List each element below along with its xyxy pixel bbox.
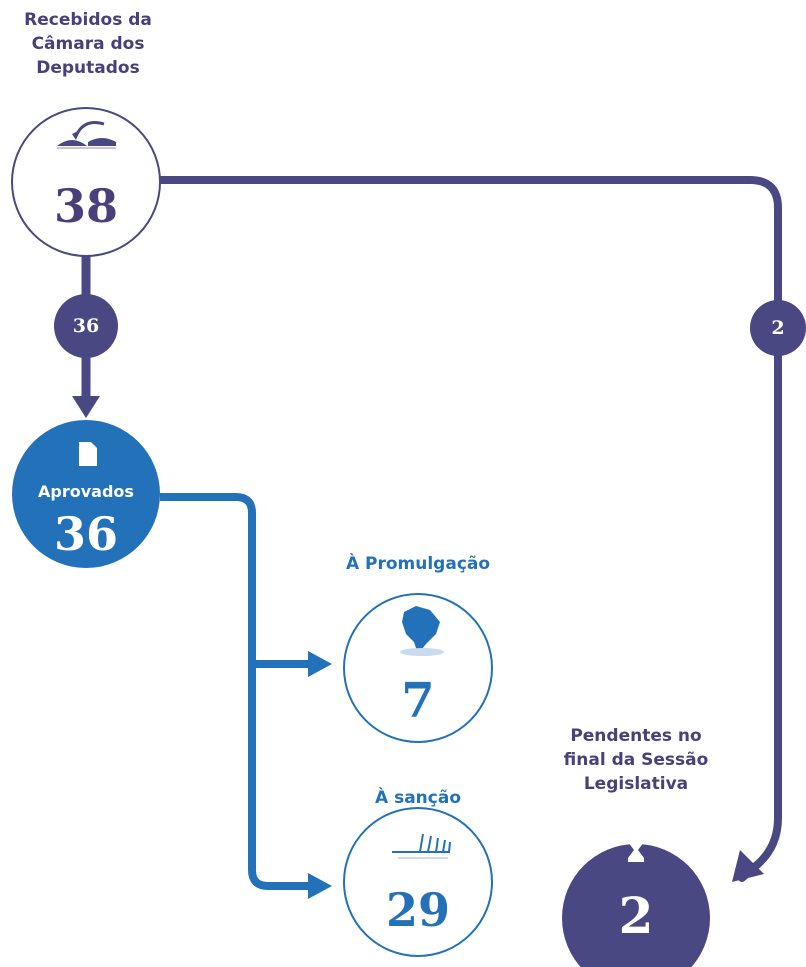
arrowhead-aprovados xyxy=(72,396,100,418)
document-icon xyxy=(79,442,97,466)
recebidos-label-line-3: Deputados xyxy=(36,58,140,78)
recebidos-label: Recebidos da Câmara dos Deputados xyxy=(0,8,176,80)
aprovados-node xyxy=(12,420,160,568)
sancao-value: 29 xyxy=(385,883,450,937)
edge-badge-2 xyxy=(750,300,806,356)
recebidos-node xyxy=(11,107,161,257)
handshake-icon xyxy=(57,121,116,149)
promulgacao-label: À Promulgação xyxy=(345,554,491,574)
brazil-map-icon xyxy=(400,606,444,656)
edge-recebidos-pendentes xyxy=(156,176,782,882)
arrowhead-promulgacao xyxy=(308,651,332,677)
edge-badge-36 xyxy=(54,294,118,358)
aprovados-value: 36 xyxy=(53,507,118,561)
edge-aprovados-branch xyxy=(160,493,310,890)
pendentes-label-line-1: Pendentes no xyxy=(570,726,702,746)
sancao-label: À sanção xyxy=(375,788,461,808)
sancao-node xyxy=(343,807,493,957)
arrowhead-sancao xyxy=(308,873,332,899)
pendentes-label-line-2: final da Sessão xyxy=(563,750,709,770)
arrowhead-pendentes xyxy=(732,850,764,882)
pendentes-label-line-3: Legislativa xyxy=(583,774,689,794)
aprovados-label: Aprovados xyxy=(38,482,134,501)
promulgacao-value: 7 xyxy=(401,673,435,729)
recebidos-label-line-1: Recebidos da xyxy=(24,10,152,30)
edge-badge-36-value: 36 xyxy=(72,315,100,337)
edge-badge-2-value: 2 xyxy=(771,317,785,339)
hourglass-icon xyxy=(628,838,644,862)
signature-icon xyxy=(392,833,451,859)
pendentes-label: Pendentes no final da Sessão Legislativa xyxy=(546,724,726,796)
pendentes-value: 2 xyxy=(618,886,654,945)
pendentes-node xyxy=(562,844,710,967)
recebidos-label-line-2: Câmara dos xyxy=(31,34,145,54)
recebidos-value: 38 xyxy=(53,179,118,233)
promulgacao-node xyxy=(343,593,493,743)
